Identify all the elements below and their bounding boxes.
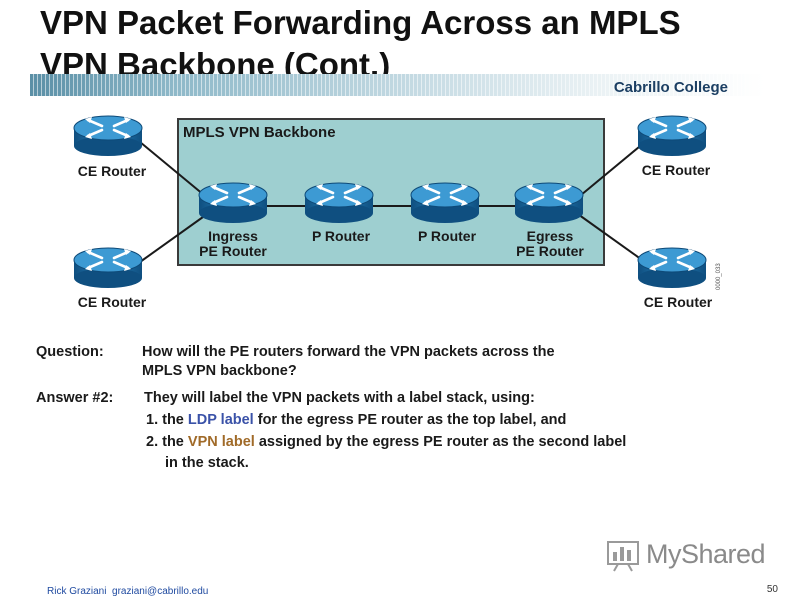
question-label: Question: xyxy=(36,344,104,360)
answer-item-2-suffix: assigned by the egress PE router as the … xyxy=(254,434,627,450)
ce-router-top-left-icon xyxy=(72,114,144,158)
ce-router-bottom-left-label: CE Router xyxy=(78,294,147,310)
link-egress-ce-tr xyxy=(574,141,646,201)
vpn-label-highlight: VPN label xyxy=(187,434,255,450)
answer-intro: They will label the VPN packets with a l… xyxy=(144,390,535,406)
ingress-label-line-2: PE Router xyxy=(199,243,267,259)
egress-label-line-2: PE Router xyxy=(516,243,584,259)
answer-label: Answer #2: xyxy=(36,390,114,406)
p-router-2-label: P Router xyxy=(418,228,477,244)
links xyxy=(139,141,646,263)
footer-email[interactable]: graziani@cabrillo.edu xyxy=(112,586,209,597)
answer-item-1-prefix: 1. the xyxy=(146,412,188,428)
watermark-logo: MyShared xyxy=(606,536,766,574)
ingress-label-line-1: Ingress xyxy=(208,228,258,244)
p-router-2-icon xyxy=(409,181,481,225)
ce-router-top-left-label: CE Router xyxy=(78,163,147,179)
ce-router-bottom-left-icon xyxy=(72,246,144,290)
answer-item-2-prefix: 2. the xyxy=(146,434,188,450)
link-ce-bl-ingress xyxy=(139,211,211,263)
egress-label-line-1: Egress xyxy=(527,228,574,244)
slide-title: VPN Packet Forwarding Across an MPLS VPN… xyxy=(40,2,780,86)
figure-code: 0000_033 xyxy=(716,263,722,290)
ldp-label-highlight: LDP label xyxy=(187,412,254,428)
watermark-text: MyShared xyxy=(646,539,766,569)
egress-pe-router-icon xyxy=(513,181,585,225)
question-text: How will the PE routers forward the VPN … xyxy=(142,343,702,381)
ce-router-top-right-icon xyxy=(636,114,708,158)
link-egress-ce-br xyxy=(574,211,646,263)
header-band xyxy=(30,74,765,96)
watermark-chart-icon xyxy=(607,541,639,572)
link-ce-tl-ingress xyxy=(139,141,211,201)
footer-author: Rick Graziani xyxy=(47,586,107,597)
ce-router-bottom-right-label: CE Router xyxy=(644,294,713,310)
answer-item-1: 1. the LDP label for the egress PE route… xyxy=(146,411,766,430)
mpls-vpn-diagram: MPLS VPN Backbone CE Router CE Router CE… xyxy=(72,114,722,310)
p-router-1-label: P Router xyxy=(312,228,371,244)
footer-credit: Rick Graziani graziani@cabrillo.edu xyxy=(47,586,208,597)
answer-item-2: 2. the VPN label assigned by the egress … xyxy=(146,433,766,452)
p-router-1-icon xyxy=(303,181,375,225)
answer-item-2-continued: in the stack. xyxy=(165,455,249,471)
college-name: Cabrillo College xyxy=(613,79,728,96)
question-line-1: How will the PE routers forward the VPN … xyxy=(142,344,555,360)
backbone-label: MPLS VPN Backbone xyxy=(183,124,336,141)
ingress-pe-router-icon xyxy=(197,181,269,225)
ce-router-bottom-right-icon xyxy=(636,246,708,290)
page-number: 50 xyxy=(766,584,778,595)
slide-title-line-1: VPN Packet Forwarding Across an MPLS xyxy=(40,4,681,41)
question-line-2: MPLS VPN backbone? xyxy=(142,363,297,379)
ce-router-top-right-label: CE Router xyxy=(642,162,711,178)
answer-item-1-suffix: for the egress PE router as the top labe… xyxy=(253,412,567,428)
